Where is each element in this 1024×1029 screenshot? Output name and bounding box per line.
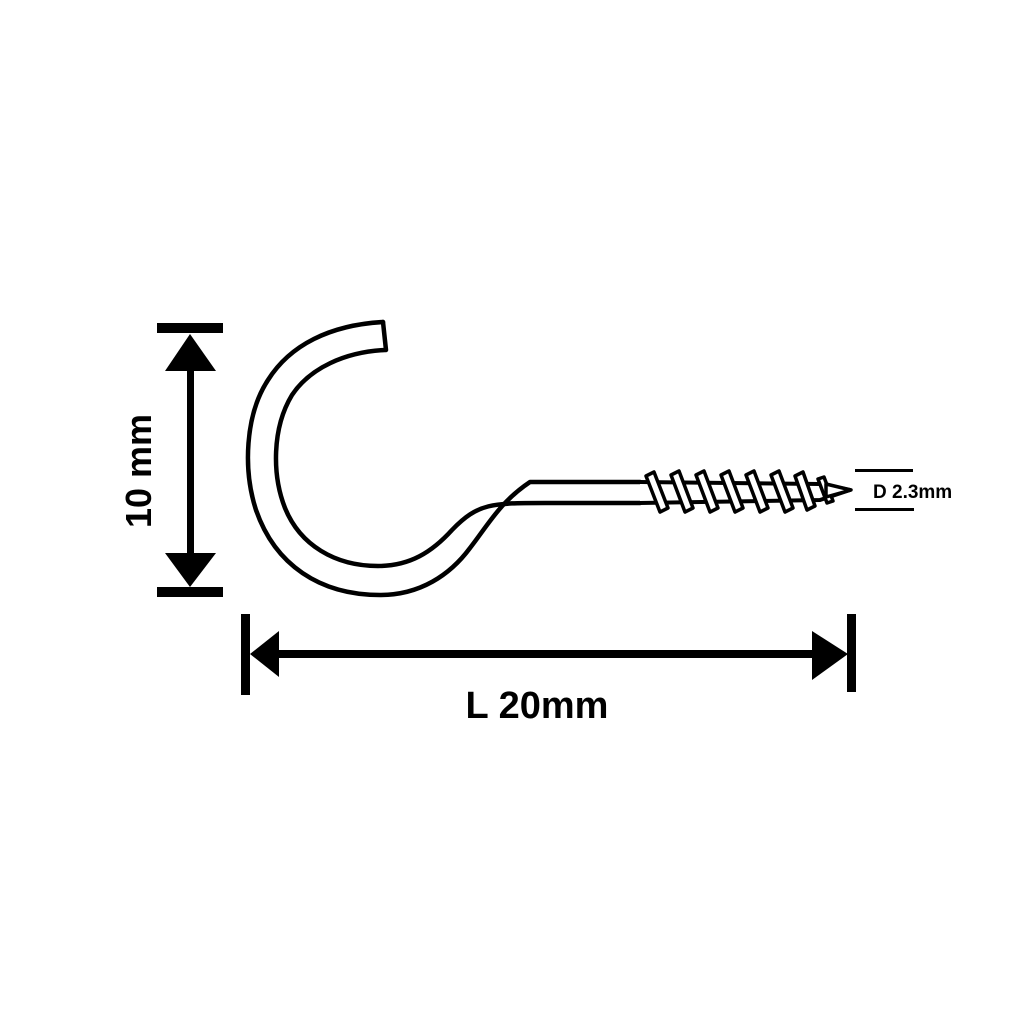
length-right-tick	[847, 614, 856, 692]
diameter-label: D 2.3mm	[873, 482, 952, 503]
height-arrow-up-icon	[165, 334, 216, 371]
threaded-screw	[639, 469, 853, 514]
height-dimension: 10 mm	[118, 323, 223, 597]
height-arrow-down-icon	[165, 553, 216, 587]
length-label: L 20mm	[466, 685, 609, 727]
length-line	[278, 650, 818, 658]
length-arrow-right-icon	[812, 631, 848, 680]
hook-tip-cap	[380, 319, 389, 353]
height-line	[187, 360, 194, 560]
hook-outer-edge	[245, 319, 643, 598]
length-arrow-left-icon	[250, 631, 279, 677]
height-top-bar	[157, 323, 223, 333]
diameter-top-line	[855, 469, 913, 472]
screw-point-icon	[824, 482, 853, 499]
hook-inner-edge	[273, 347, 643, 569]
length-left-tick	[241, 614, 250, 695]
hook-body	[245, 319, 643, 598]
screw-threads	[644, 469, 835, 514]
diameter-dimension: D 2.3mm	[855, 469, 952, 511]
diameter-bottom-line	[855, 508, 914, 511]
height-label: 10 mm	[118, 414, 159, 528]
height-bottom-bar	[157, 587, 223, 597]
length-dimension: L 20mm	[241, 614, 856, 727]
